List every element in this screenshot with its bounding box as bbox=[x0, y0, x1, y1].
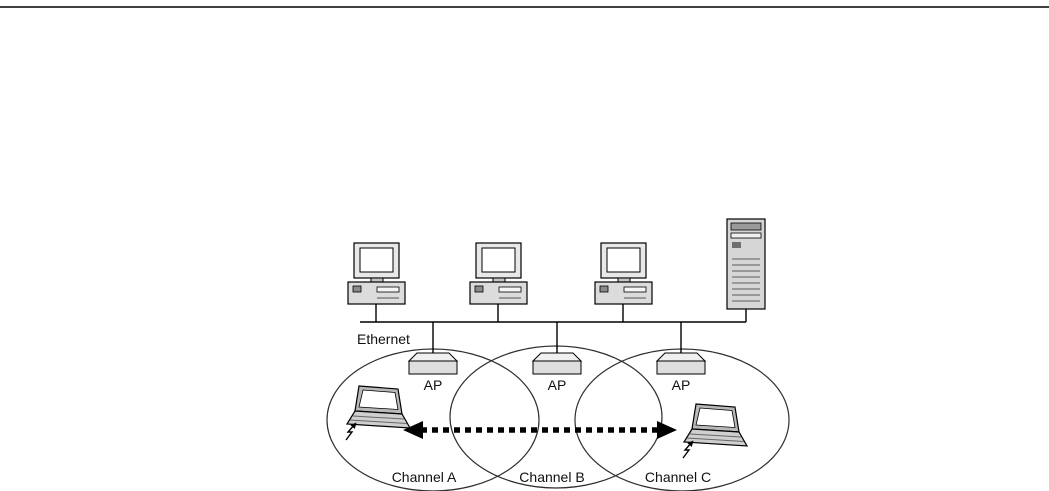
channel-label: Channel C bbox=[645, 469, 711, 485]
wireless-signal-icon bbox=[682, 439, 695, 459]
ap-label: AP bbox=[548, 377, 567, 393]
channel-label: Channel A bbox=[392, 469, 457, 485]
access-point-icon bbox=[656, 352, 706, 375]
coverage-ellipse-channel-b bbox=[449, 345, 663, 489]
ap-label: AP bbox=[424, 377, 443, 393]
access-point-icon bbox=[408, 352, 458, 375]
access-point-icon bbox=[532, 352, 582, 375]
ethernet-label: Ethernet bbox=[357, 331, 410, 347]
laptop-icon bbox=[683, 403, 748, 447]
ap-label: AP bbox=[672, 377, 691, 393]
wireless-signal-icon bbox=[345, 421, 358, 441]
channel-label: Channel B bbox=[519, 469, 584, 485]
desktop-pc-icon bbox=[347, 242, 406, 305]
coverage-ellipse-channel-c bbox=[574, 348, 790, 491]
laptop-icon bbox=[346, 385, 411, 429]
desktop-pc-icon bbox=[469, 242, 528, 305]
server-tower-icon bbox=[726, 218, 766, 310]
desktop-pc-icon bbox=[594, 242, 653, 305]
roaming-arrow-icon bbox=[403, 421, 677, 439]
